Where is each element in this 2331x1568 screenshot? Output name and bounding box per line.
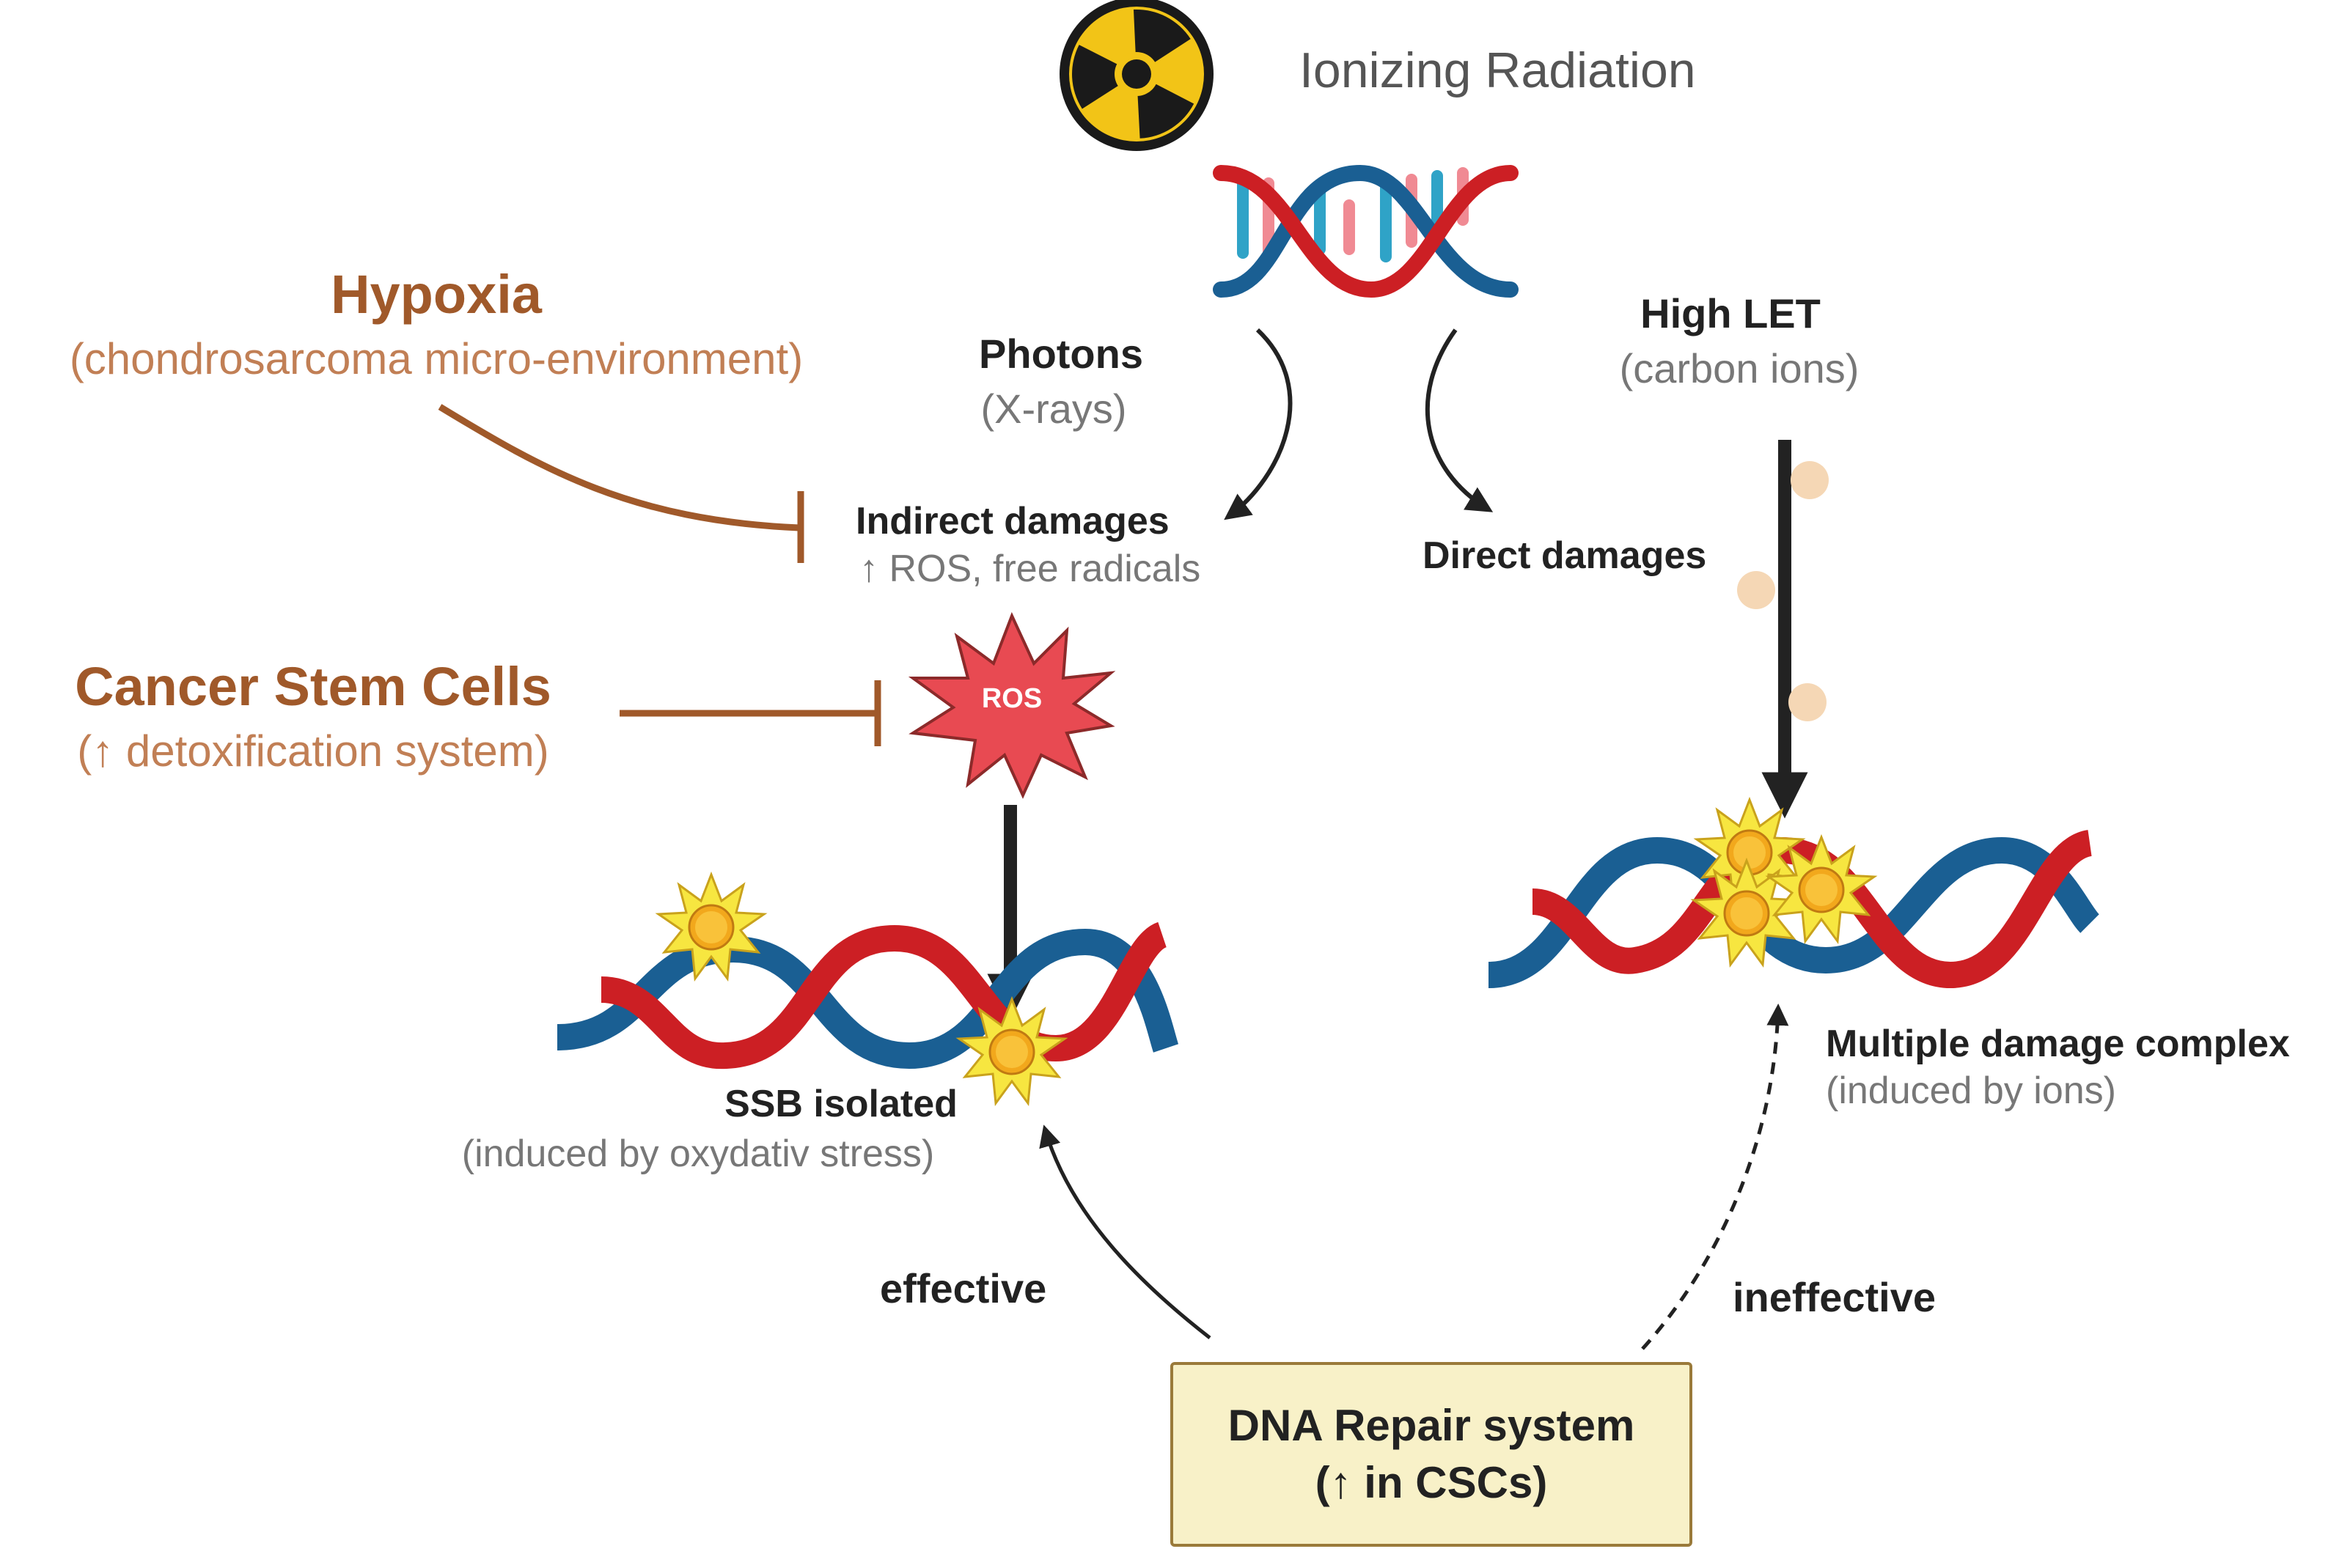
ros-burst-label: ROS [982,683,1042,714]
ros-burst-icon [908,611,1116,799]
ion-particle-icon [1791,461,1829,499]
ssb-subtitle: (induced by oxydativ stress) [461,1133,935,1175]
csc-subtitle: (↑ detoxification system) [77,726,549,776]
high-let-title: High LET [1640,290,1821,336]
multiple-damage-title: Multiple damage complex [1826,1023,2290,1065]
hypoxia-title: Hypoxia [331,264,542,325]
repair-box-line2: (↑ in CSCs) [1315,1458,1548,1507]
ssb-title: SSB isolated [724,1083,958,1125]
indirect-damages-subtitle: ↑ ROS, free radicals [859,548,1201,590]
dna-helix-ssb-icon [557,921,1179,1070]
ineffective-label: ineffective [1733,1274,1936,1320]
photons-title: Photons [979,331,1143,377]
radiation-hazard-icon [1060,0,1214,151]
ion-particle-icon [1737,571,1775,609]
indirect-damages-title: Indirect damages [856,500,1170,542]
high-let-subtitle: (carbon ions) [1619,345,1860,391]
repair-box-line1: DNA Repair system [1227,1401,1635,1450]
dna-repair-box: DNA Repair system (↑ in CSCs) [1170,1362,1692,1547]
photons-arrow [1224,328,1293,520]
effective-arrow [1039,1125,1211,1339]
ion-particle-icon [1788,683,1827,721]
multiple-damage-subtitle: (induced by ions) [1826,1070,2116,1112]
photons-subtitle: (X-rays) [980,386,1127,432]
hypoxia-subtitle: (chondrosarcoma micro-environment) [69,334,804,383]
hypoxia-inhibitor-line [438,404,800,531]
dna-helix-multiple-damage-icon [1487,830,2100,989]
direct-arrow [1425,328,1494,512]
dna-helix-top-icon [1213,164,1519,298]
effective-label: effective [880,1265,1047,1311]
direct-damages-title: Direct damages [1423,534,1707,577]
csc-title: Cancer Stem Cells [75,656,551,717]
ineffective-arrow [1641,1004,1789,1350]
radiation-label: Ionizing Radiation [1299,43,1696,98]
